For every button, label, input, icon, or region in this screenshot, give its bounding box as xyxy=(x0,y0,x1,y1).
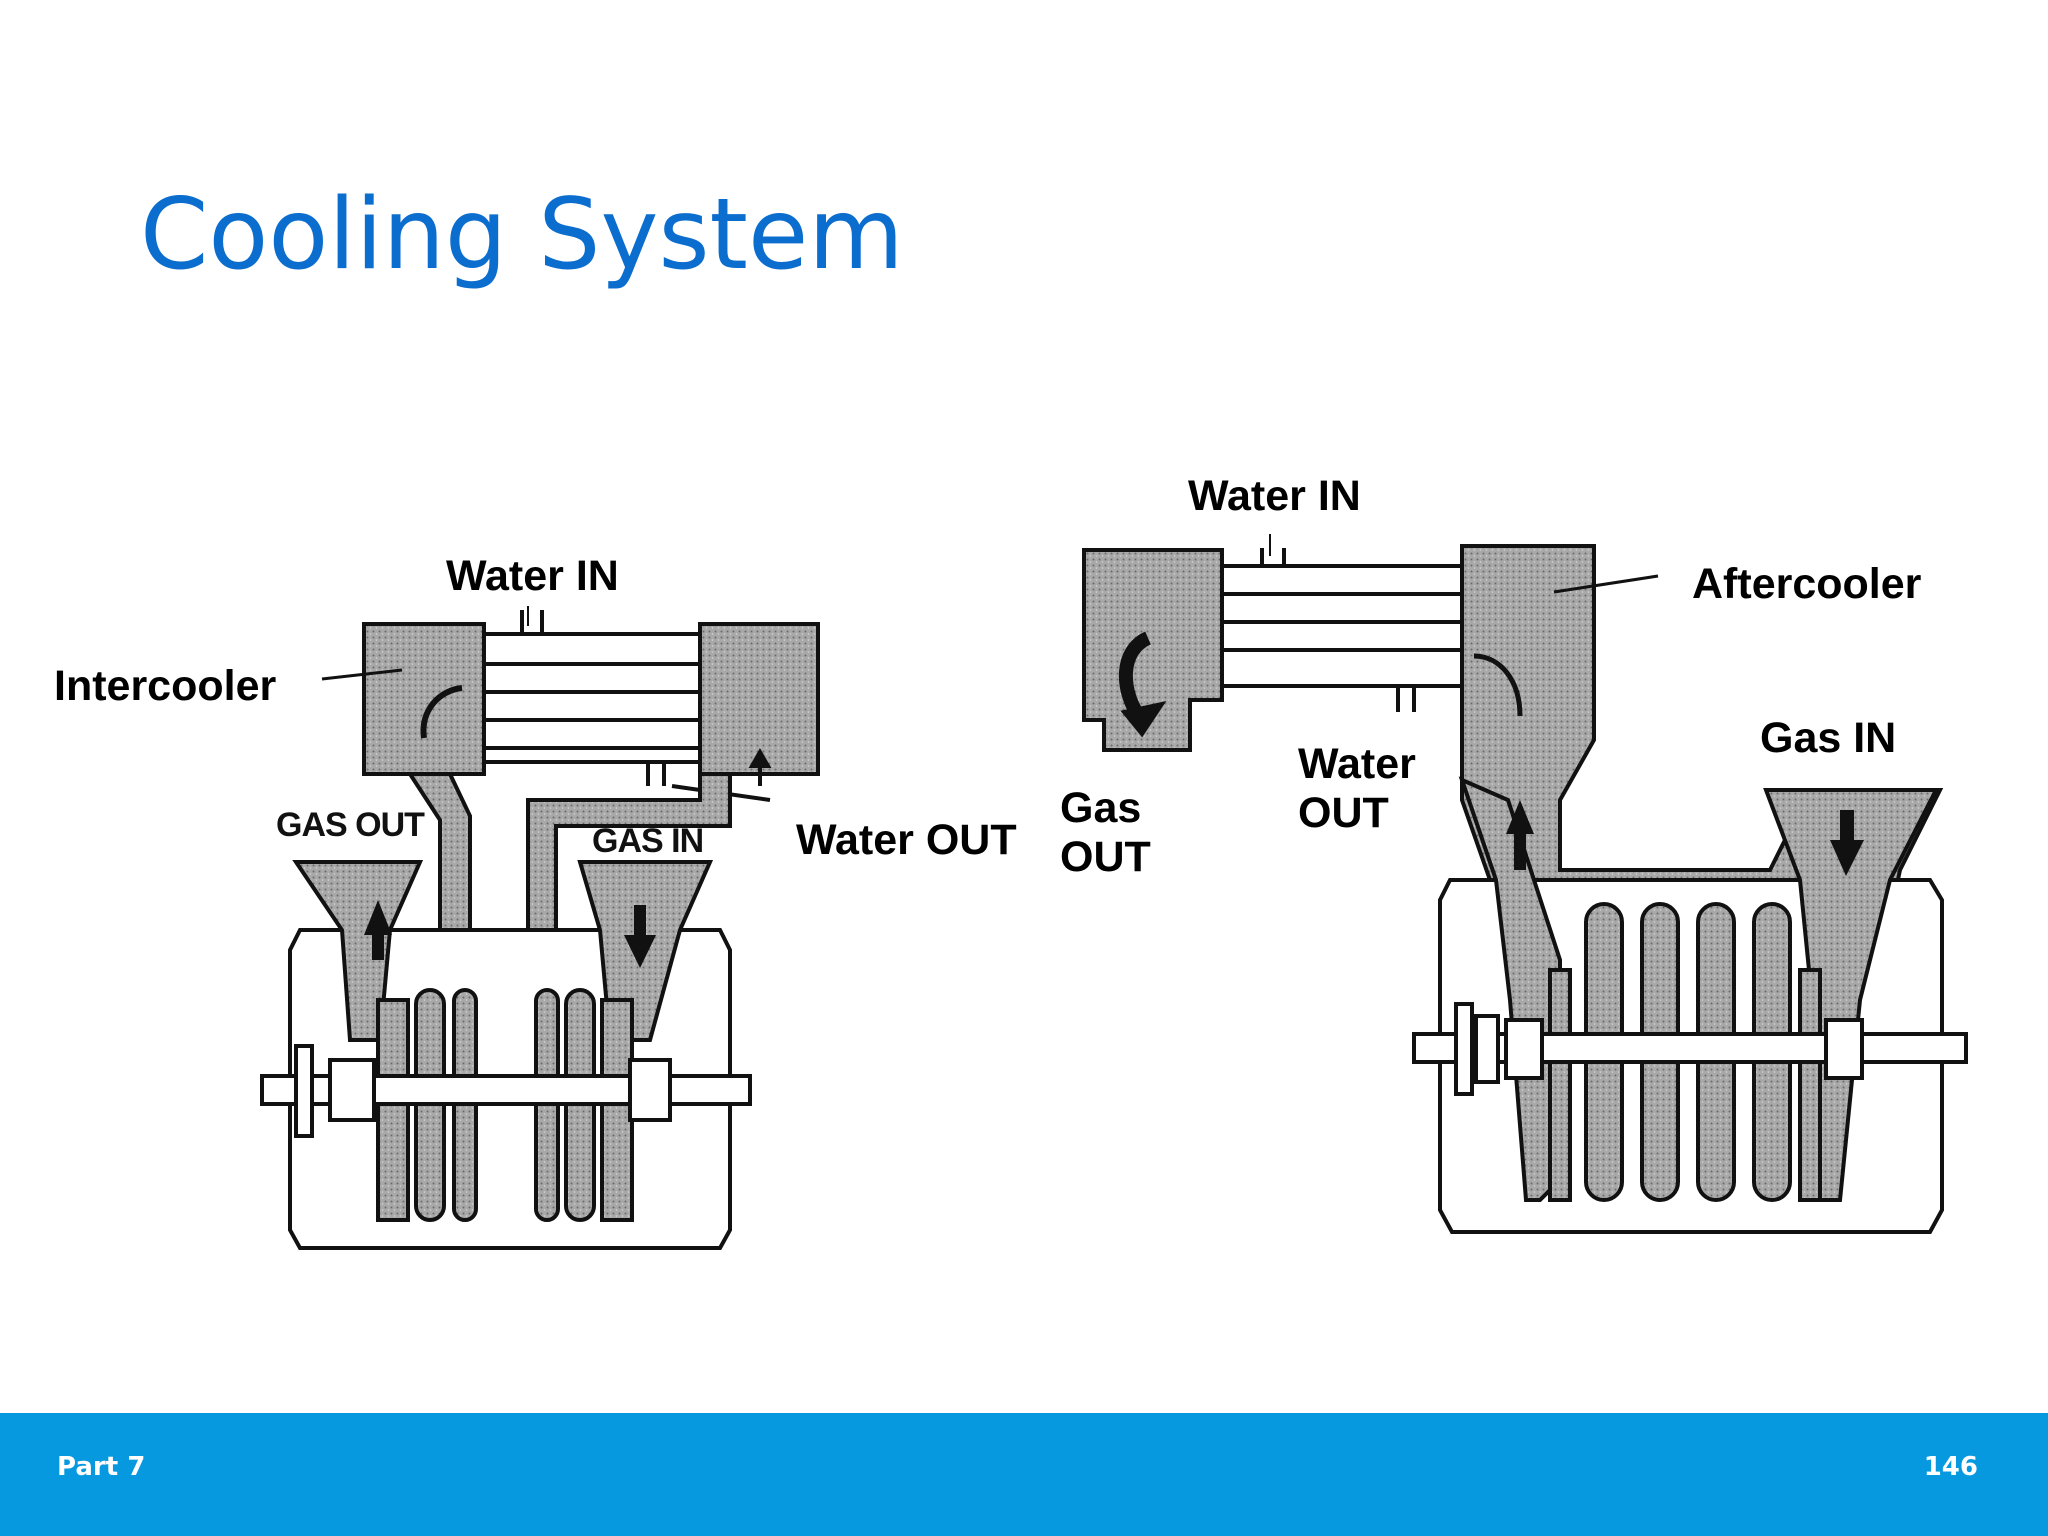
left-water-out-label: Water OUT xyxy=(796,816,1017,864)
footer-bar xyxy=(0,1413,2048,1536)
right-gas-in-label: Gas IN xyxy=(1760,714,1897,762)
cooling-diagrams xyxy=(260,534,1968,1250)
aftercooler-leader xyxy=(1553,574,1659,594)
aftercooler-diagram xyxy=(1082,544,1968,1234)
gas-out-small-label: GAS OUT xyxy=(276,806,425,844)
intercooler-leader xyxy=(321,668,403,681)
aftercooler-label: Aftercooler xyxy=(1692,560,1922,608)
intercooler-tubes xyxy=(482,632,702,764)
right-water-out-label: Water OUT xyxy=(1298,740,1416,838)
intercooler-left-header xyxy=(362,622,486,776)
right-gas-out-label: Gas OUT xyxy=(1060,784,1151,882)
footer-section: Part 7 xyxy=(57,1452,146,1482)
intercooler-diagram xyxy=(260,610,820,1250)
intercooler-label: Intercooler xyxy=(54,662,277,710)
intercooler-right-header xyxy=(698,622,820,776)
page-number: 146 xyxy=(1923,1452,1978,1482)
gas-in-small-label: GAS IN xyxy=(592,822,704,860)
right-water-in-label: Water IN xyxy=(1188,472,1361,520)
slide-title: Cooling System xyxy=(140,178,904,292)
left-water-in-label: Water IN xyxy=(446,552,619,600)
